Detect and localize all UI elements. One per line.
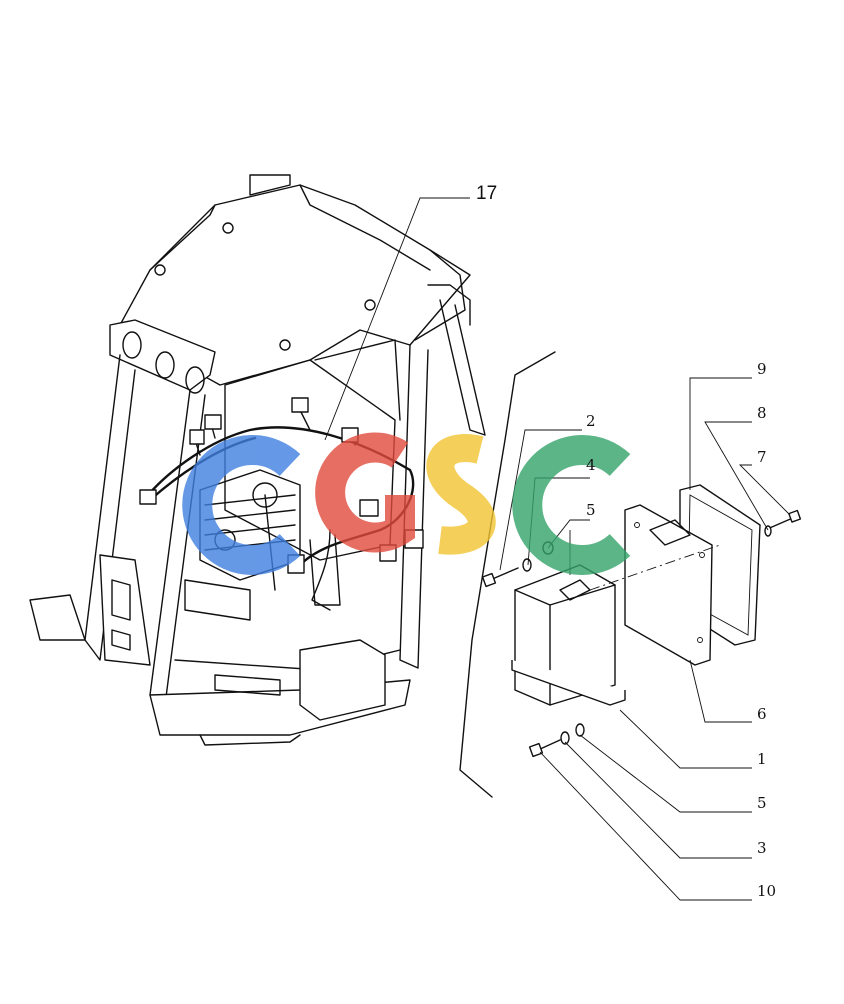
callout-8: 8 [757, 404, 767, 422]
section-break-line [459, 351, 556, 798]
callout-2: 2 [586, 412, 596, 430]
cab-frame [29, 174, 486, 746]
callout-4: 4 [586, 456, 596, 474]
callout-6: 6 [757, 705, 767, 723]
control-unit-box [511, 564, 626, 706]
callout-10: 10 [757, 882, 777, 900]
callout-1: 1 [757, 750, 767, 768]
callout-3: 3 [757, 839, 767, 857]
callout-5-lower: 5 [757, 794, 767, 812]
leader-lines [324, 197, 791, 901]
callout-5-upper: 5 [586, 501, 596, 519]
callout-7: 7 [757, 448, 767, 466]
watermark [182, 432, 631, 575]
callout-9: 9 [757, 360, 767, 378]
cover-plate [624, 504, 713, 666]
callout-17: 17 [476, 183, 498, 204]
